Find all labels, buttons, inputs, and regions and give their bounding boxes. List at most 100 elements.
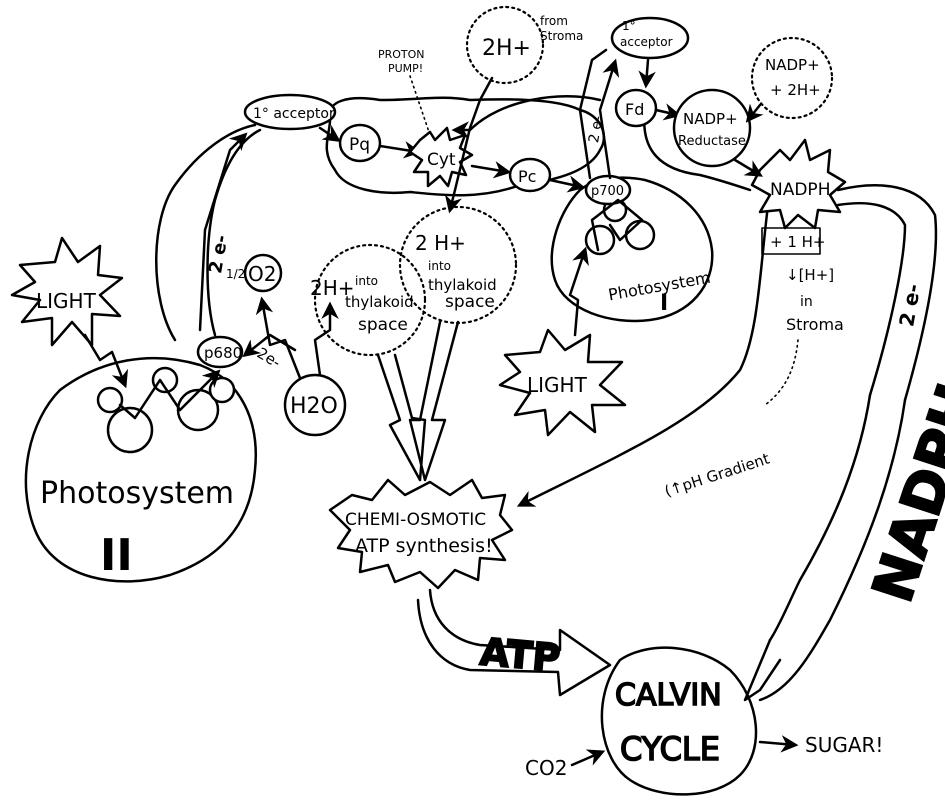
h-in-stroma-2: in [800, 294, 813, 310]
co2-arrow [570, 749, 606, 767]
h-left-label: 2H+ [310, 276, 355, 300]
h-in-stroma-3: Stroma [786, 315, 844, 334]
photosystem-2-label: Photosystem [40, 476, 234, 511]
two-e-ps1-label: 2 e- [586, 115, 606, 144]
p700-to-acceptor-band [578, 48, 608, 180]
h2o-node [283, 373, 347, 437]
fd-label: Fd [625, 100, 644, 119]
into-left-1: into [355, 274, 378, 288]
light-left-label: LIGHT [36, 289, 97, 313]
light-right-label: LIGHT [527, 373, 588, 397]
pc-node [508, 157, 552, 193]
ph-gradient-label: (↑pH Gradient [662, 450, 772, 501]
chemiosmotic-1: CHEMI-OSMOTIC [345, 510, 486, 530]
nadp-input-arrow [745, 103, 764, 123]
pq-node [338, 123, 382, 163]
proton-pump-1: PROTON [378, 48, 425, 61]
fd-to-reductase-arrow [654, 103, 682, 121]
h-stroma-label: 2H+ [482, 36, 531, 61]
water-to-p680-arrow [242, 333, 297, 358]
chemiosmotic-starburst [328, 478, 514, 590]
calvin-1: CALVIN [615, 678, 722, 713]
acceptor-to-fd-arrow [638, 58, 656, 89]
acceptor-right-word: acceptor [620, 35, 673, 49]
ps1-pigment-1 [584, 224, 616, 256]
nadph-downflow-band-inner [768, 393, 872, 642]
stroma-h-arrow [444, 76, 494, 214]
cyt-to-pc-arrow [470, 161, 512, 179]
o2-node [243, 253, 283, 293]
nadp-reductase-node [672, 88, 752, 168]
two-e-small-label: 2e- [254, 344, 284, 372]
from-stroma-1: from [540, 14, 568, 28]
into-center-3: space [445, 292, 495, 312]
starburst-icon-right [498, 328, 627, 437]
pq-label: Pq [349, 135, 370, 155]
into-center-2: thylakoid [428, 276, 497, 294]
plus-h-box [761, 227, 821, 255]
photosystem-1-numeral: I [660, 291, 668, 316]
fd-node [614, 88, 658, 128]
stroma-pointer [764, 339, 799, 406]
chemiosmotic-2: ATP synthesis! [355, 535, 493, 557]
p680-label: p680 [204, 344, 242, 362]
sugar-arrow [758, 735, 799, 753]
into-left-2: thylakoid [345, 293, 414, 311]
pc-label: Pc [518, 167, 536, 186]
photosystem-2-numeral: II [100, 530, 133, 581]
h-left-down-arrow [376, 353, 427, 482]
sugar-label: SUGAR! [805, 733, 883, 757]
nadp-input-1: NADP+ [765, 56, 820, 74]
ps1-zigzag [590, 198, 644, 252]
h-cloud-left [313, 243, 427, 357]
p700-to-acceptor-band-2 [598, 58, 620, 180]
nadp-loop-arc [643, 108, 752, 192]
acceptor-left-node [243, 93, 337, 131]
ps2-pigment-circle-5 [208, 376, 236, 404]
water-to-h-arrow [313, 301, 339, 377]
nadph-band-inner [836, 201, 907, 397]
nadph-to-calvin-head [743, 638, 782, 702]
h-in-stroma-1: ↓[H+] [786, 266, 834, 284]
cyt-starburst [408, 126, 474, 188]
nadp-input-cloud [750, 36, 834, 120]
plus-h-label: + 1 H+ [770, 233, 826, 251]
ps2-pigment-circle-1 [106, 406, 154, 454]
starburst-icon [10, 236, 124, 347]
into-left-3: space [358, 315, 408, 335]
p680-node [196, 335, 244, 369]
nadph-label: NADPH [770, 180, 830, 200]
co2-label: CO2 [525, 756, 567, 780]
light-right-arrow [568, 246, 589, 337]
ps2-pigment-circle-3 [96, 386, 124, 414]
acceptor-right-num: 1° [622, 19, 636, 33]
o2-label: O2 [248, 262, 276, 286]
from-stroma-2: Stroma [540, 29, 583, 43]
cyt-label: Cyt [427, 150, 456, 170]
thylakoid-membrane-top [325, 96, 606, 197]
atp-label: ATP [478, 630, 562, 681]
photosystem-1-shape [550, 176, 714, 323]
acceptor-right-node [610, 16, 690, 60]
ps2-outer-band [155, 123, 257, 342]
h-cloud-stroma [465, 5, 545, 85]
h2o-label: H2O [290, 394, 338, 419]
acceptor-left-label: 1° acceptor [253, 106, 335, 122]
p700-label: p700 [591, 184, 624, 199]
nadph-downflow-band [758, 398, 907, 702]
nadp-reductase-1: NADP+ [683, 110, 738, 128]
ph-gradient-arc [516, 188, 772, 507]
nadp-reductase-2: Reductase [678, 134, 746, 149]
reductase-to-nadph-arrow [733, 158, 764, 177]
cyt-loop-arrow [451, 95, 602, 139]
light-left-arrow [83, 333, 129, 389]
zigzag-arrow-icon [118, 369, 221, 420]
ps2-pigment-circle-4 [151, 366, 179, 394]
proton-pump-2: PUMP! [388, 62, 423, 75]
h-center-label: 2 H+ [415, 231, 466, 255]
acceptor-to-pq-arrow [318, 124, 341, 142]
h-center-down-arrow [408, 320, 460, 482]
pc-to-p700-arrow [548, 175, 586, 193]
atp-band [416, 588, 612, 697]
